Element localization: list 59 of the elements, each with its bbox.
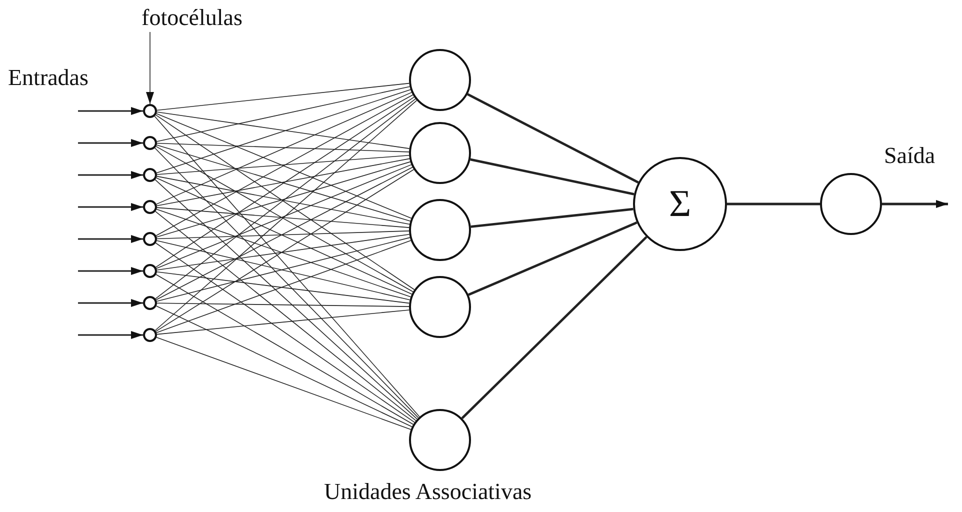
photocell-circle	[143, 264, 157, 278]
connection-line	[156, 112, 410, 149]
connection-line	[156, 234, 410, 270]
photocell-circle	[143, 232, 157, 246]
label-text: Entradas	[8, 64, 88, 92]
arrow	[78, 139, 143, 147]
connection-line	[727, 202, 820, 206]
arrow	[78, 171, 143, 179]
summation-node: Σ	[633, 157, 727, 251]
connection-line	[156, 169, 414, 332]
connection-line	[146, 32, 154, 104]
neuron-circle	[409, 409, 471, 471]
connection-line	[156, 161, 411, 238]
photocell-circle	[143, 136, 157, 150]
connection-line	[156, 336, 412, 430]
connection-line	[156, 86, 410, 142]
connection-line	[156, 271, 410, 304]
photocell-circle	[143, 296, 157, 310]
connection-line	[156, 144, 411, 222]
connection-line	[156, 94, 414, 236]
arrow	[78, 331, 143, 339]
connection-line	[156, 274, 414, 425]
connection-line	[461, 236, 648, 420]
connection-line	[156, 310, 410, 335]
connection-line	[156, 92, 412, 205]
connection-line	[156, 230, 410, 240]
connection-line	[156, 154, 410, 175]
connection-line	[155, 96, 414, 268]
connection-line	[156, 240, 412, 334]
arrow	[78, 299, 143, 307]
connection-line	[156, 89, 411, 174]
connection-line	[156, 302, 410, 307]
photocell-circle	[143, 200, 157, 214]
connection-line	[156, 164, 412, 269]
connection-line	[468, 221, 638, 296]
label-text: Unidades Associativas	[324, 478, 532, 506]
arrow	[78, 203, 143, 211]
connection-line	[156, 207, 410, 228]
connection-line	[156, 158, 410, 206]
photocell-circle	[143, 104, 157, 118]
label-text: Saída	[884, 142, 936, 170]
connection-line	[156, 82, 410, 111]
connection-line	[156, 306, 412, 428]
connection-line	[466, 93, 639, 184]
connection-line	[155, 242, 415, 423]
photocell-circle	[143, 328, 157, 342]
caption-text: fotocélulas	[112, 4, 272, 32]
connection-line	[156, 176, 410, 225]
connection-line	[156, 208, 412, 298]
connection-line	[156, 113, 412, 219]
arrow	[78, 235, 143, 243]
arrow	[78, 267, 143, 275]
photocell-circle	[143, 168, 157, 182]
connection-line	[156, 142, 410, 152]
arrow	[882, 200, 948, 208]
arrow	[78, 107, 143, 115]
connection-line	[470, 208, 634, 228]
connection-line	[470, 158, 634, 196]
connection-line	[156, 146, 414, 292]
